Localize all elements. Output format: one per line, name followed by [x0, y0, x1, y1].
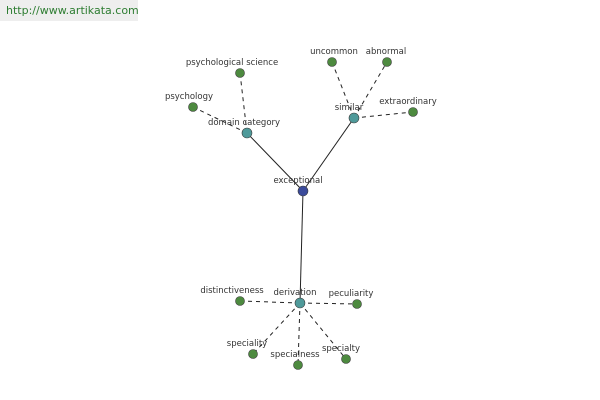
node-label-distinctiveness[interactable]: distinctiveness [200, 286, 264, 296]
node-label-derivation[interactable]: derivation [273, 288, 316, 298]
edge-domain-category-to-psychological-science [239, 72, 248, 134]
node-exceptional[interactable] [297, 185, 309, 197]
node-psychological-science[interactable] [235, 68, 245, 78]
node-label-peculiarity[interactable]: peculiarity [329, 289, 374, 299]
edge-derivation-to-peculiarity [299, 302, 358, 305]
edge-derivation-to-distinctiveness [239, 300, 301, 304]
node-label-domain-category[interactable]: domain category [208, 118, 280, 128]
node-distinctiveness[interactable] [235, 296, 245, 306]
node-psychology[interactable] [188, 102, 198, 112]
labels-layer: exceptional domain category similar derivat… [165, 47, 437, 360]
node-label-abnormal[interactable]: abnormal [366, 47, 406, 57]
edge-similar-to-extraordinary [353, 111, 414, 119]
edge-similar-to-uncommon [331, 61, 355, 119]
node-abnormal[interactable] [382, 57, 392, 67]
edge-exceptional-to-derivation [299, 190, 304, 304]
node-uncommon[interactable] [327, 57, 337, 67]
node-peculiarity[interactable] [352, 299, 362, 309]
edge-derivation-to-specialness [297, 302, 301, 366]
node-label-psychological-science[interactable]: psychological science [186, 58, 278, 68]
edge-exceptional-to-similar [302, 117, 355, 192]
node-label-extraordinary[interactable]: extraordinary [379, 97, 437, 107]
node-specialty[interactable] [341, 354, 351, 364]
edge-exceptional-to-domain-category [246, 132, 304, 192]
node-label-psychology[interactable]: psychology [165, 92, 213, 102]
edges-layer [192, 61, 414, 366]
edge-similar-to-abnormal [353, 61, 388, 119]
node-label-exceptional[interactable]: exceptional [273, 176, 322, 186]
node-label-similar[interactable]: similar [335, 103, 364, 113]
node-label-uncommon[interactable]: uncommon [310, 47, 358, 57]
watermark-url: http://www.artikata.com [0, 0, 138, 21]
node-domain-category[interactable] [241, 127, 253, 139]
node-specialness[interactable] [293, 360, 303, 370]
node-derivation[interactable] [294, 297, 306, 309]
node-extraordinary[interactable] [408, 107, 418, 117]
node-label-specialty[interactable]: specialty [322, 344, 360, 354]
node-label-specialness[interactable]: specialness [270, 350, 320, 360]
node-speciality[interactable] [248, 349, 258, 359]
node-similar[interactable] [348, 112, 360, 124]
nodes-layer [188, 57, 418, 370]
edge-derivation-to-speciality [252, 302, 301, 355]
node-label-speciality[interactable]: speciality [227, 339, 267, 349]
edge-domain-category-to-psychology [192, 106, 248, 134]
